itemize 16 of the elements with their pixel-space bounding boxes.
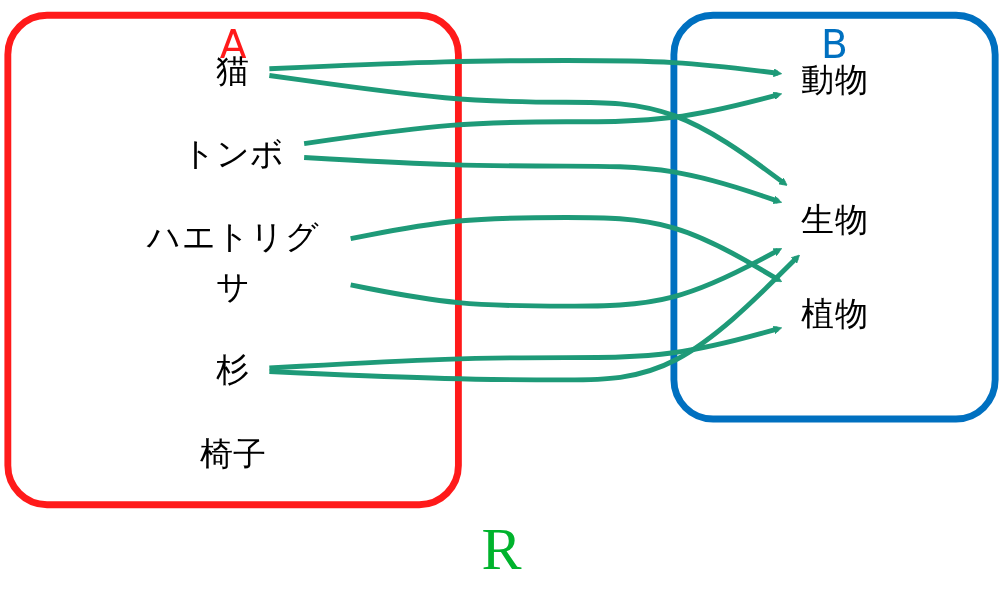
node-text: 椅子 <box>199 433 267 473</box>
arrow <box>304 155 783 204</box>
node-text: 杉 <box>216 349 250 390</box>
arrow <box>350 248 783 309</box>
node-text: トンボ <box>181 133 285 173</box>
arrow <box>269 73 788 186</box>
arrow <box>269 254 800 383</box>
arrow <box>269 325 783 371</box>
arrow <box>269 58 783 77</box>
arrow <box>303 91 783 146</box>
node-text: 植物 <box>801 293 868 333</box>
node-text: 動物 <box>801 60 868 100</box>
node-text: 生物 <box>801 200 868 240</box>
node-text: ハエトリグサ <box>147 216 319 306</box>
relation-label: R <box>481 516 522 582</box>
arrow <box>350 215 783 283</box>
